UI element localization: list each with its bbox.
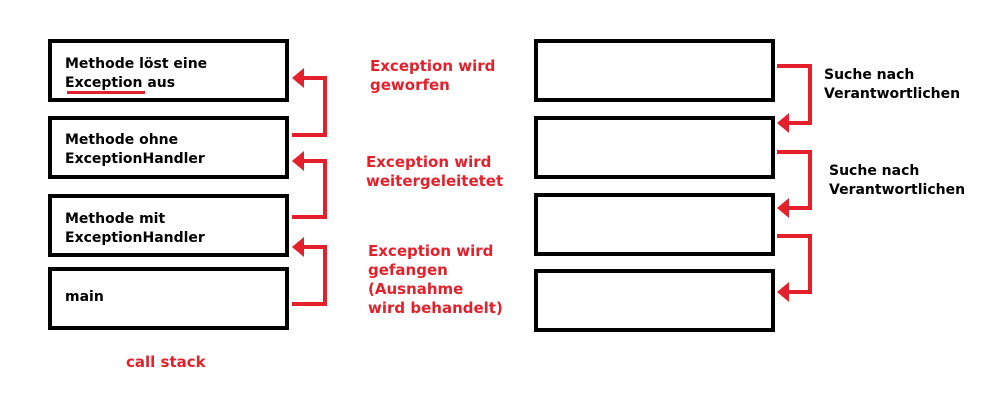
frame-label-line2: ExceptionHandler	[65, 151, 205, 167]
frame-label-line2: ExceptionHandler	[65, 230, 205, 246]
arrow-up-3	[292, 245, 327, 306]
arrow-down-1	[777, 64, 812, 125]
exception-underline	[67, 91, 145, 94]
arrow-up-1	[292, 76, 327, 137]
call-stack-caption: call stack	[126, 353, 206, 371]
arrowhead-up-2	[292, 151, 304, 171]
call-stack-frame-main: main	[48, 267, 289, 330]
transition-forwarded-line1: Exception wird	[366, 153, 492, 171]
stack-box-2	[534, 116, 775, 179]
arrow-up-2	[292, 159, 327, 219]
frame-label-line1: Methode mit	[65, 211, 166, 227]
stack-box-4	[534, 269, 775, 332]
frame-label-line2: Exception aus	[65, 75, 176, 91]
arrow-down-2	[777, 150, 812, 210]
search-label-2-line1: Suche nach	[829, 163, 920, 179]
stack-box-1	[534, 39, 775, 102]
transition-thrown-line2: geworfen	[370, 76, 450, 94]
search-label-1-line2: Verantwortlichen	[824, 86, 961, 102]
transition-forwarded-line2: weitergeleitetet	[366, 172, 504, 190]
arrowhead-down-1	[777, 113, 789, 133]
transition-caught-line1: Exception wird	[368, 242, 494, 260]
transition-caught-line2: gefangen	[368, 261, 448, 279]
transition-thrown-line1: Exception wird	[370, 57, 496, 75]
arrowhead-down-3	[777, 282, 789, 302]
search-label-2-line2: Verantwortlichen	[829, 182, 966, 198]
arrowhead-up-1	[292, 68, 304, 88]
call-stack-frame-throwing-method: Methode löst eine Exception aus	[48, 39, 289, 102]
frame-label-line1: Methode löst eine	[65, 56, 208, 72]
arrowhead-up-3	[292, 237, 304, 257]
frame-label-line1: main	[65, 289, 104, 305]
search-label-1-line1: Suche nach	[824, 67, 915, 83]
arrow-down-3	[777, 234, 812, 294]
transition-caught-line4: wird behandelt)	[368, 299, 503, 317]
stack-box-3	[534, 193, 775, 256]
call-stack-frame-method-with-handler: Methode mit ExceptionHandler	[48, 194, 289, 257]
transition-caught-line3: (Ausnahme	[368, 280, 464, 298]
arrowhead-down-2	[777, 198, 789, 218]
call-stack-frame-method-without-handler: Methode ohne ExceptionHandler	[48, 116, 289, 179]
frame-label-line1: Methode ohne	[65, 132, 179, 148]
